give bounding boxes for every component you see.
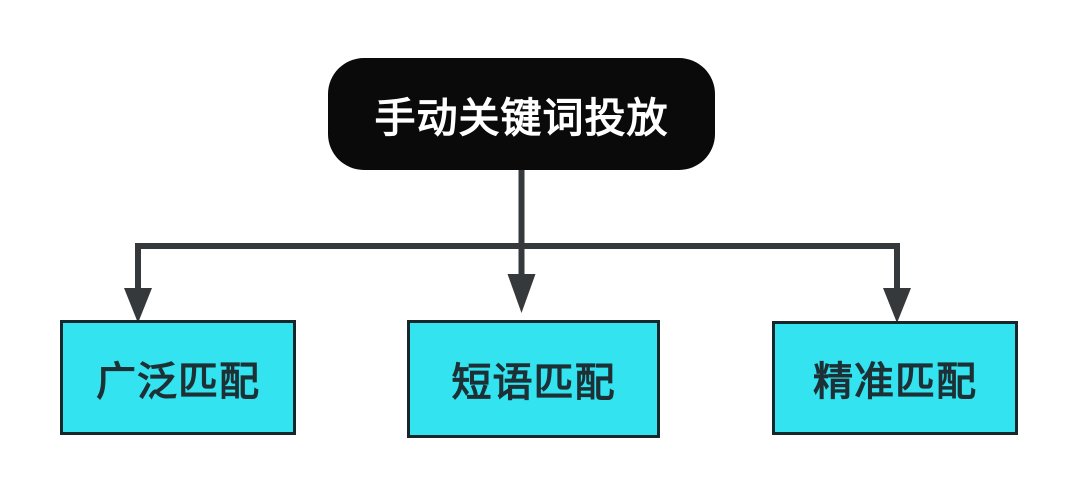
child-node-exact-match: 精准匹配 <box>772 321 1018 435</box>
child-node-phrase-match: 短语匹配 <box>407 320 660 438</box>
child-node-label: 广泛匹配 <box>96 359 260 404</box>
child-node-label: 短语匹配 <box>451 361 616 405</box>
arrowhead-down-left-icon <box>124 288 152 323</box>
arrowhead-down-middle-icon <box>507 274 536 313</box>
child-node-broad-match: 广泛匹配 <box>60 320 296 435</box>
child-node-label: 精准匹配 <box>813 360 977 404</box>
root-node-manual-keyword-targeting: 手动关键词投放 <box>328 58 715 170</box>
root-node-label: 手动关键词投放 <box>374 95 669 141</box>
arrowhead-down-right-icon <box>883 288 911 323</box>
